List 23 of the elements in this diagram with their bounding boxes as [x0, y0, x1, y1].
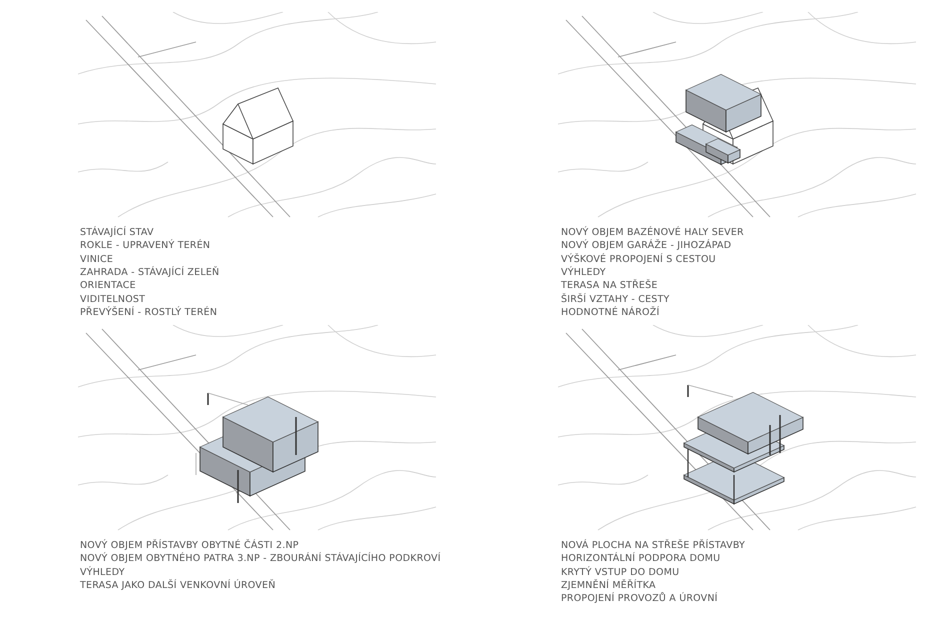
note-text: ZJEMNĚNÍ MĚŘÍTKA [561, 580, 656, 592]
note-text: HODNOTNÉ NÁROŽÍ [561, 306, 660, 319]
note-text: NOVÝ OBJEM PŘÍSTAVBY OBYTNÉ ČÁSTI 2.NP [80, 540, 299, 552]
note-text: NOVÁ PLOCHA NA STŘEŠE PŘÍSTAVBY [561, 540, 746, 552]
note-text: NOVÝ OBJEM GARÁŽE - JIHOZÁPAD [561, 240, 732, 252]
note-text: KRYTÝ VSTUP DO DOMU [561, 566, 680, 579]
note-text: HORIZONTÁLNÍ PODPORA DOMU [561, 553, 720, 566]
note-text: TERASA NA STŘEŠE [561, 280, 658, 292]
note-text: STÁVAJÍCÍ STAV [80, 227, 154, 239]
note-text: ZAHRADA - STÁVAJÍCÍ ZELEŇ [80, 266, 220, 279]
note-text: TERASA JAKO DALŠÍ VENKOVNÍ ÚROVEŇ [80, 580, 276, 592]
note-text: ORIENTACE [80, 280, 136, 292]
note-text: PŘEVÝŠENÍ - ROSTLÝ TERÉN [80, 306, 218, 319]
note-text: ŠIRŠÍ VZTAHY - CESTY [561, 294, 670, 306]
note-text: VÝŠKOVÉ PROPOJENÍ S CESTOU [561, 254, 716, 266]
note-text: VINICE [80, 254, 114, 266]
note-text: VÝHLEDY [80, 566, 125, 579]
note-text: VIDITELNOST [80, 294, 146, 306]
note-text: NOVÝ OBJEM BAZÉNOVÉ HALY SEVER [561, 227, 744, 239]
note-text: VÝHLEDY [561, 266, 606, 279]
note-text: ROKLE - UPRAVENÝ TERÉN [80, 240, 210, 252]
note-text: NOVÝ OBJEM OBYTNÉHO PATRA 3.NP - ZBOURÁNÍ STÁVAJÍCÍHO PODKROVÍ [80, 553, 441, 566]
note-text: PROPOJENÍ PROVOZŮ A ÚROVNÍ [561, 593, 718, 606]
